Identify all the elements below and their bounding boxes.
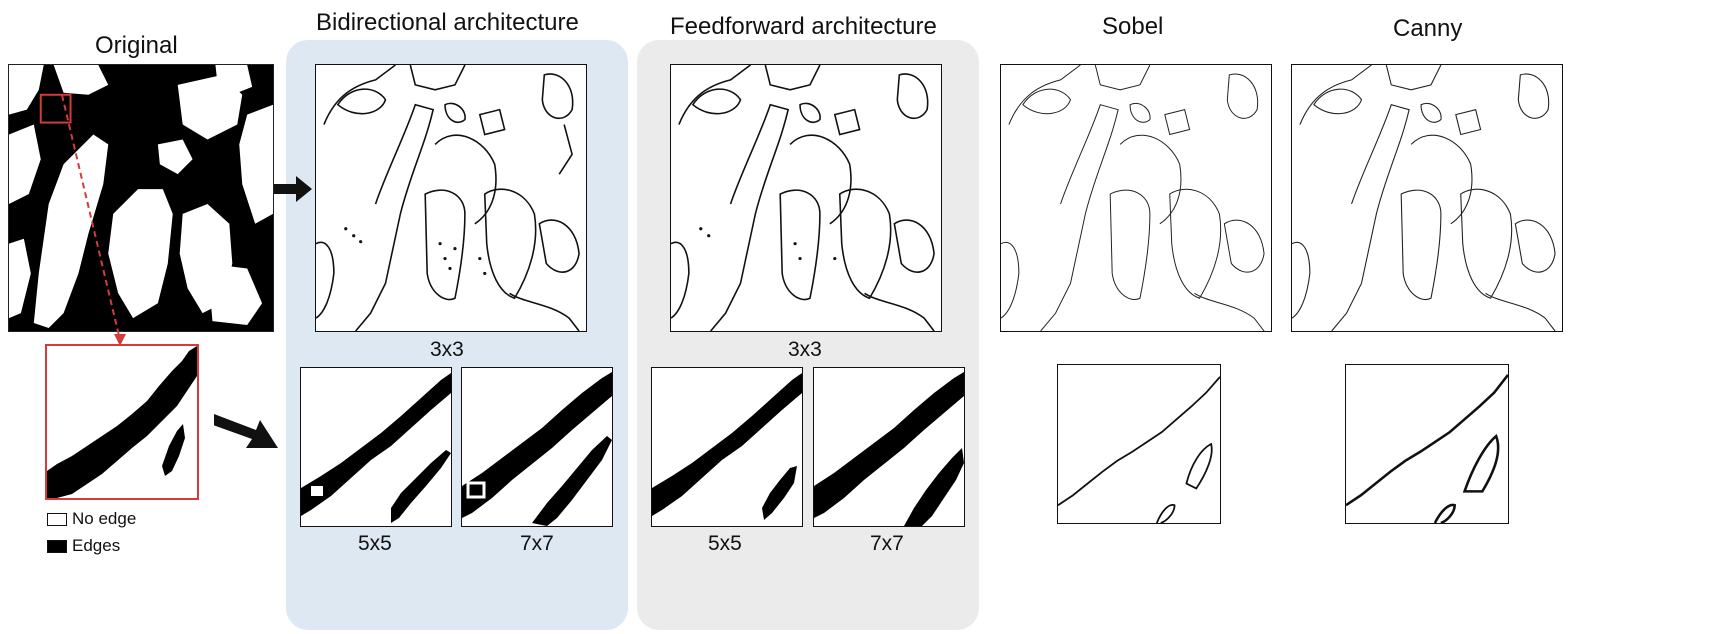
bidirectional-3x3-label: 3x3 [430, 338, 464, 361]
sobel-zoom-patch [1057, 364, 1221, 524]
canny-zoom-patch [1345, 364, 1509, 524]
bidirectional-5x5-patch [300, 367, 452, 527]
feedforward-3x3-label: 3x3 [788, 338, 822, 361]
original-zoom-patch [45, 344, 199, 500]
canny-edge-image [1291, 64, 1563, 332]
bidirectional-3x3-image [315, 64, 587, 332]
feedforward-5x5-label: 5x5 [708, 532, 742, 555]
legend-edges-label: Edges [72, 536, 121, 555]
bidirectional-7x7-patch [461, 367, 613, 527]
feedforward-7x7-patch [813, 367, 965, 527]
canny-title: Canny [1393, 15, 1463, 42]
feedforward-3x3-image [670, 64, 942, 332]
original-title: Original [95, 32, 178, 59]
bidirectional-title: Bidirectional architecture [316, 9, 579, 36]
bidirectional-7x7-label: 7x7 [520, 532, 554, 555]
arrow-to-kernels [214, 414, 278, 448]
legend-no-edge-swatch [47, 513, 67, 526]
feedforward-title: Feedforward architecture [670, 13, 937, 40]
sobel-edge-image [1000, 64, 1272, 332]
sobel-title: Sobel [1102, 13, 1164, 40]
arrow-to-3x3 [274, 176, 312, 202]
original-binary-image [8, 64, 274, 332]
feedforward-7x7-label: 7x7 [870, 532, 904, 555]
legend-edges-swatch [47, 540, 67, 553]
legend-no-edge-label: No edge [72, 509, 137, 528]
feedforward-5x5-patch [651, 367, 803, 527]
bidirectional-5x5-label: 5x5 [358, 532, 392, 555]
